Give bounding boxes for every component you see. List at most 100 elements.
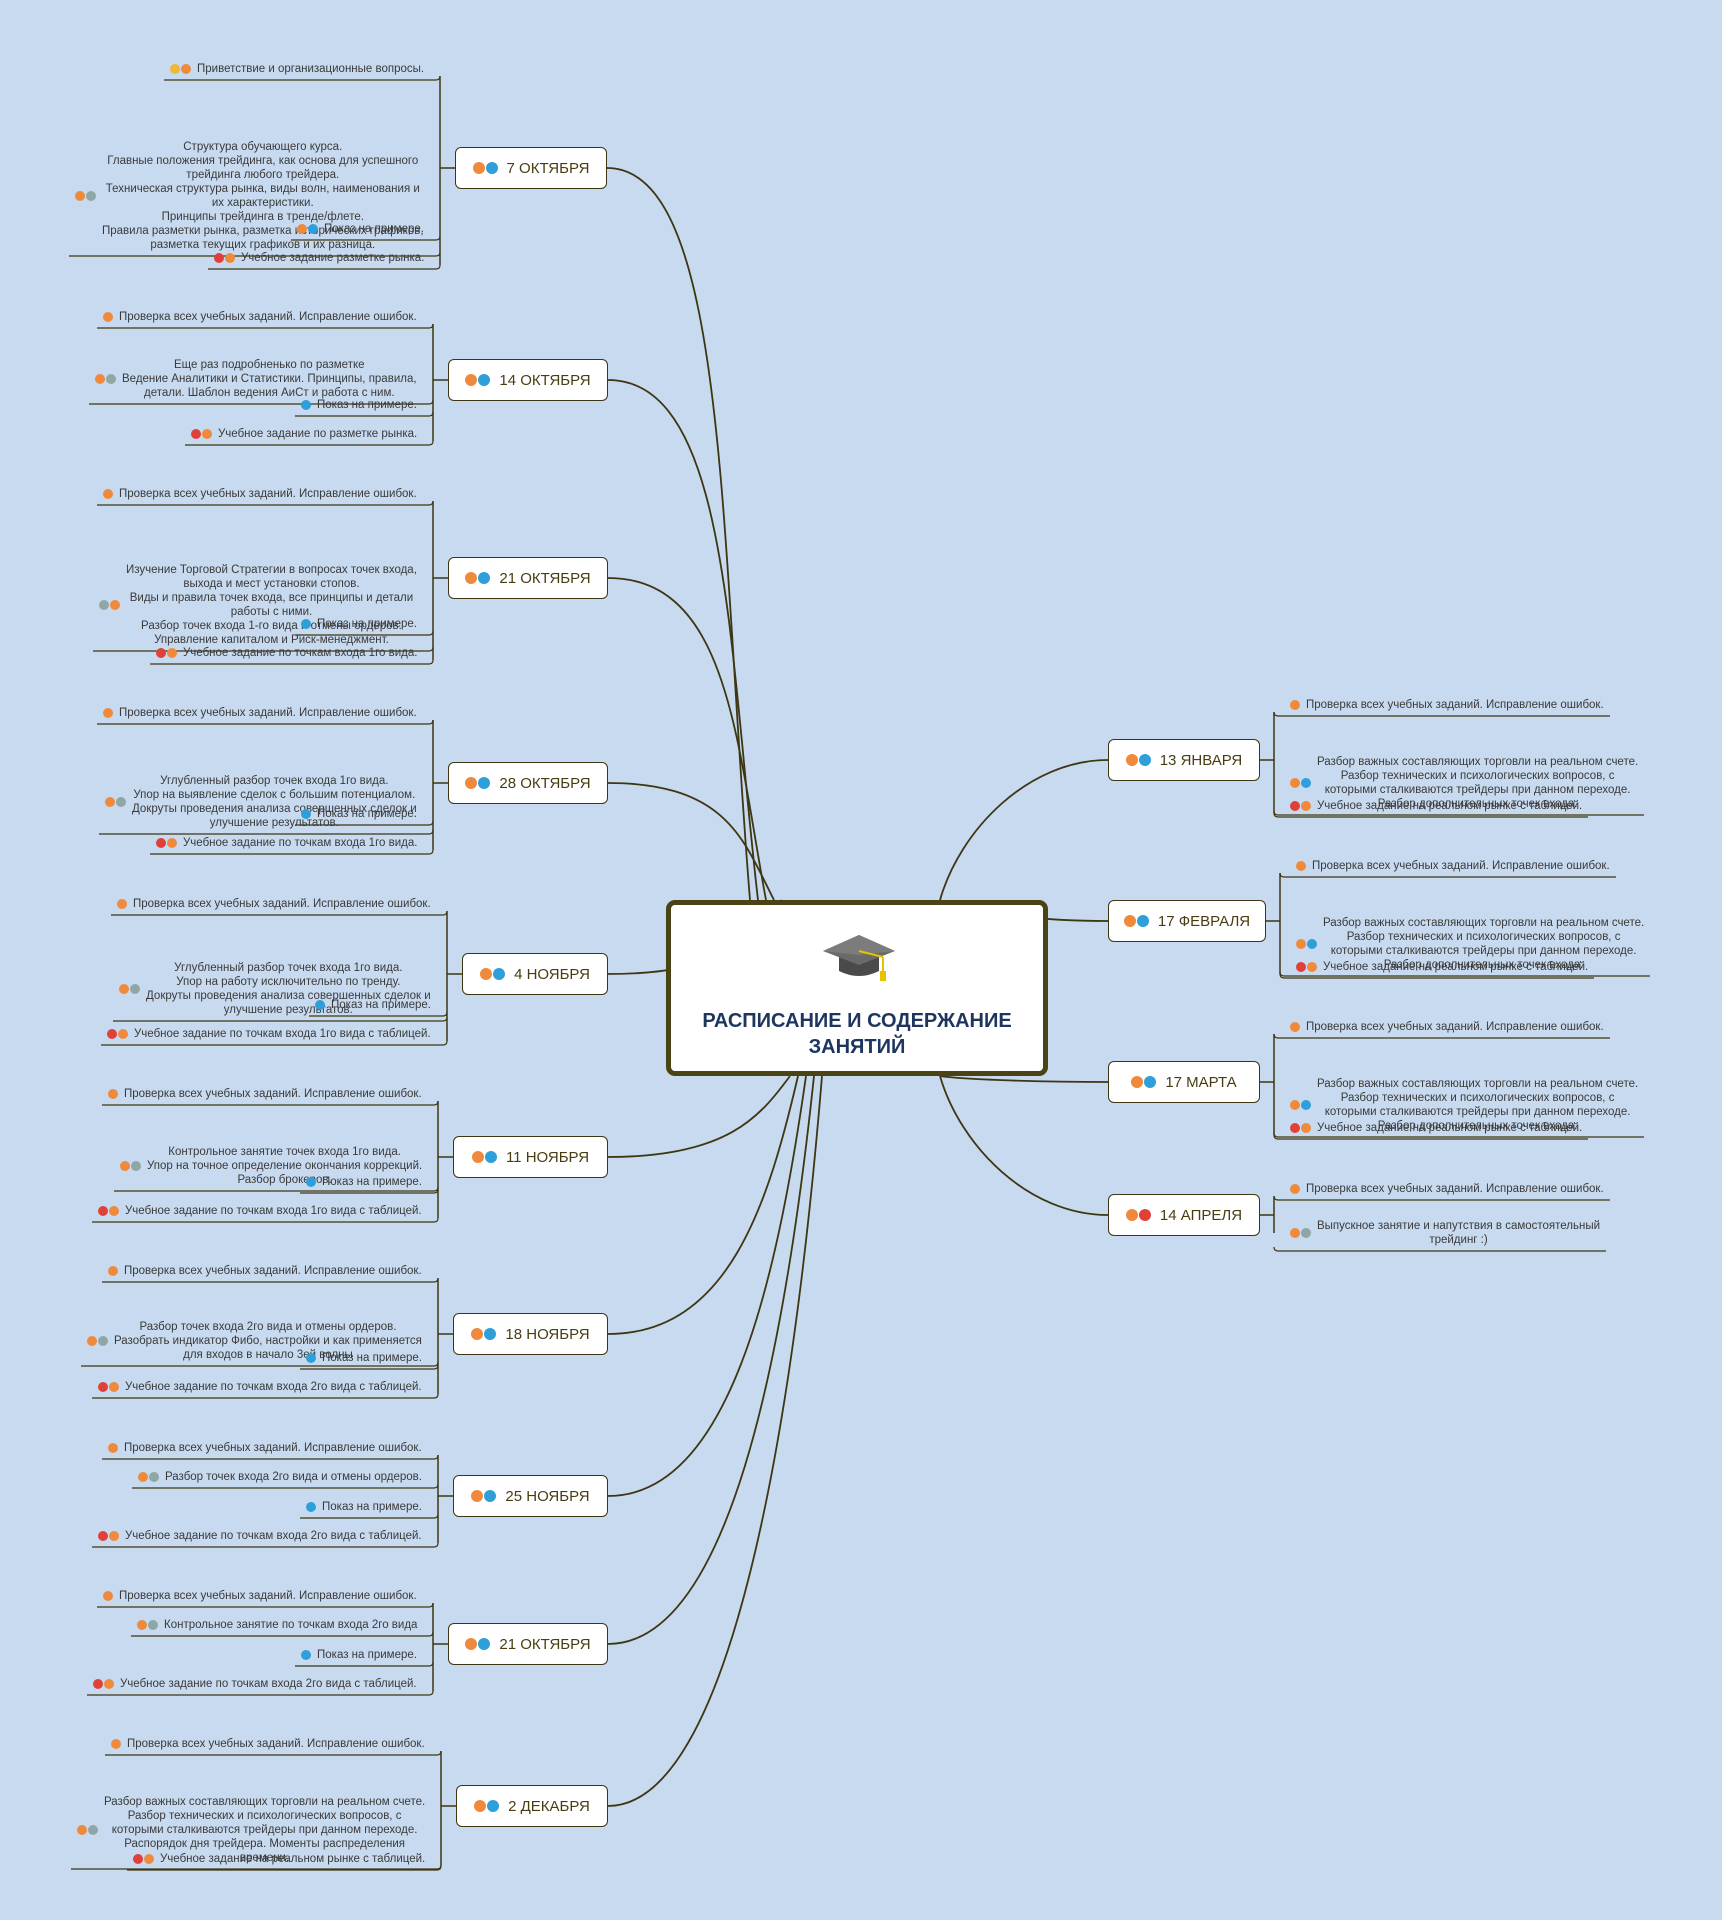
flag-icon <box>156 838 166 848</box>
pencil-icon <box>308 224 318 234</box>
topic-right-1[interactable]: 17 ФЕВРАЛЯ <box>1108 900 1266 942</box>
topic-item[interactable]: Показ на примере. <box>315 998 431 1012</box>
topic-item[interactable]: Учебное задание на реальном рынке с табл… <box>1290 1121 1582 1135</box>
topic-item[interactable]: Проверка всех учебных заданий. Исправлен… <box>111 1737 425 1751</box>
arrow-icon <box>1123 915 1136 927</box>
topic-item[interactable]: Проверка всех учебных заданий. Исправлен… <box>103 706 417 720</box>
arrow-icon <box>108 1266 118 1276</box>
icon-group <box>1290 778 1311 788</box>
topic-left-3[interactable]: 28 ОКТЯБРЯ <box>448 762 608 804</box>
topic-left-6[interactable]: 18 НОЯБРЯ <box>453 1313 608 1355</box>
topic-label: 14 ОКТЯБРЯ <box>499 371 591 389</box>
topic-item[interactable]: Приветствие и организационные вопросы. <box>170 62 424 76</box>
topic-left-0[interactable]: 7 ОКТЯБРЯ <box>455 147 607 189</box>
topic-left-8[interactable]: 21 ОКТЯБРЯ <box>448 1623 608 1665</box>
icon-group <box>1296 939 1317 949</box>
pencil-icon <box>485 162 498 174</box>
topic-item[interactable]: Учебное задание по точкам входа 1го вида… <box>156 646 417 660</box>
icon-group <box>1290 1228 1311 1238</box>
topic-item[interactable]: Показ на примере. <box>297 222 424 236</box>
arrow-icon <box>181 64 191 74</box>
topic-item[interactable]: Проверка всех учебных заданий. Исправлен… <box>108 1087 422 1101</box>
connector-line <box>114 1186 439 1192</box>
icon-group <box>119 984 140 994</box>
topic-item[interactable]: Учебное задание по точкам входа 2го вида… <box>93 1677 417 1691</box>
topic-item[interactable]: Проверка всех учебных заданий. Исправлен… <box>103 487 417 501</box>
topic-item[interactable]: Учебное задание на реальном рынке с табл… <box>1296 960 1588 974</box>
connector-line <box>607 1075 799 1335</box>
topic-left-9[interactable]: 2 ДЕКАБРЯ <box>456 1785 608 1827</box>
topic-item[interactable]: Учебное задание по точкам входа 1го вида… <box>98 1204 422 1218</box>
topic-left-7[interactable]: 25 НОЯБРЯ <box>453 1475 608 1517</box>
topic-item[interactable]: Проверка всех учебных заданий. Исправлен… <box>108 1264 422 1278</box>
topic-left-1[interactable]: 14 ОКТЯБРЯ <box>448 359 608 401</box>
arrow-icon <box>95 374 105 384</box>
topic-item[interactable]: Разбор важных составляющих торговли на р… <box>77 1795 425 1865</box>
connector-line <box>437 1278 453 1394</box>
topic-label: 7 ОКТЯБРЯ <box>506 159 590 177</box>
topic-item[interactable]: Разбор важных составляющих торговли на р… <box>1296 916 1644 972</box>
topic-item[interactable]: Учебное задание по точкам входа 1го вида… <box>156 836 417 850</box>
connector-line <box>300 1188 439 1194</box>
arrow-icon <box>472 162 485 174</box>
topic-item[interactable]: Проверка всех учебных заданий. Исправлен… <box>1290 1020 1604 1034</box>
topic-item[interactable]: Показ на примере. <box>306 1500 422 1514</box>
item-text: Проверка всех учебных заданий. Исправлен… <box>119 311 417 323</box>
task-icon <box>167 838 177 848</box>
connector-line <box>127 1865 442 1871</box>
topic-item[interactable]: Контрольное занятие по точкам входа 2го … <box>137 1618 417 1632</box>
topic-item[interactable]: Учебное задание по точкам входа 2го вида… <box>98 1529 422 1543</box>
topic-right-0[interactable]: 13 ЯНВАРЯ <box>1108 739 1260 781</box>
icon-group <box>93 1679 114 1689</box>
topic-item[interactable]: Проверка всех учебных заданий. Исправлен… <box>103 310 417 324</box>
icon-group <box>480 968 506 980</box>
item-text: Проверка всех учебных заданий. Исправлен… <box>124 1442 422 1454</box>
topic-item[interactable]: Показ на примере. <box>301 398 417 412</box>
topic-item[interactable]: Учебное задание на реальном рынке с табл… <box>133 1852 425 1866</box>
topic-item[interactable]: Проверка всех учебных заданий. Исправлен… <box>108 1441 422 1455</box>
topic-item[interactable]: Показ на примере. <box>301 617 417 631</box>
topic-item[interactable]: Учебное задание разметке рынка. <box>214 251 424 265</box>
topic-item[interactable]: Проверка всех учебных заданий. Исправлен… <box>1296 859 1610 873</box>
topic-item[interactable]: Проверка всех учебных заданий. Исправлен… <box>1290 1182 1604 1196</box>
connector-line <box>1273 1134 1588 1140</box>
topic-item[interactable]: Структура обучающего курса.Главные полож… <box>75 140 424 252</box>
topic-item[interactable]: Учебное задание на реальном рынке с табл… <box>1290 799 1582 813</box>
central-topic[interactable]: РАСПИСАНИЕ И СОДЕРЖАНИЕ ЗАНЯТИЙ <box>666 900 1048 1076</box>
icon-group <box>75 191 96 201</box>
topic-item[interactable]: Изучение Торговой Стратегии в вопросах т… <box>99 563 417 647</box>
topic-item[interactable]: Разбор важных составляющих торговли на р… <box>1290 1077 1638 1133</box>
topic-right-3[interactable]: 14 АПРЕЛЯ <box>1108 1194 1260 1236</box>
topic-item[interactable]: Проверка всех учебных заданий. Исправлен… <box>103 1589 417 1603</box>
topic-item[interactable]: Разбор важных составляющих торговли на р… <box>1290 755 1638 811</box>
topic-left-2[interactable]: 21 ОКТЯБРЯ <box>448 557 608 599</box>
connector-line <box>105 1750 442 1756</box>
topic-item[interactable]: Показ на примере. <box>301 807 417 821</box>
topic-left-4[interactable]: 4 НОЯБРЯ <box>462 953 608 995</box>
topic-left-5[interactable]: 11 НОЯБРЯ <box>453 1136 608 1178</box>
topic-item[interactable]: Разбор точек входа 2го вида и отмены орд… <box>138 1470 422 1484</box>
topic-right-2[interactable]: 17 МАРТА <box>1108 1061 1260 1103</box>
pencil-icon <box>306 1177 316 1187</box>
arrow-icon <box>471 1151 484 1163</box>
pencil-icon <box>1301 778 1311 788</box>
topic-item[interactable]: Учебное задание по разметке рынка. <box>191 427 417 441</box>
arrow-icon <box>471 1490 484 1502</box>
topic-item[interactable]: Выпускное занятие и напутствия в самосто… <box>1290 1219 1600 1247</box>
topic-item[interactable]: Учебное задание по точкам входа 1го вида… <box>107 1027 431 1041</box>
topic-item[interactable]: Учебное задание по точкам входа 2го вида… <box>98 1380 422 1394</box>
icon-group <box>306 1353 316 1363</box>
topic-item[interactable]: Показ на примере. <box>306 1175 422 1189</box>
item-text: Проверка всех учебных заданий. Исправлен… <box>119 1590 417 1602</box>
topic-item[interactable]: Разбор точек входа 2го вида и отмены орд… <box>87 1320 422 1362</box>
item-text: Проверка всех учебных заданий. Исправлен… <box>1306 1021 1604 1033</box>
topic-item[interactable]: Углубленный разбор точек входа 1го вида.… <box>105 774 417 830</box>
topic-item[interactable]: Показ на примере. <box>301 1648 417 1662</box>
topic-item[interactable]: Показ на примере. <box>306 1351 422 1365</box>
item-text: Показ на примере. <box>331 999 431 1011</box>
topic-item[interactable]: Проверка всех учебных заданий. Исправлен… <box>1290 698 1604 712</box>
connector-line <box>97 1602 434 1608</box>
icon-group <box>297 224 318 234</box>
topic-item[interactable]: Проверка всех учебных заданий. Исправлен… <box>117 897 431 911</box>
